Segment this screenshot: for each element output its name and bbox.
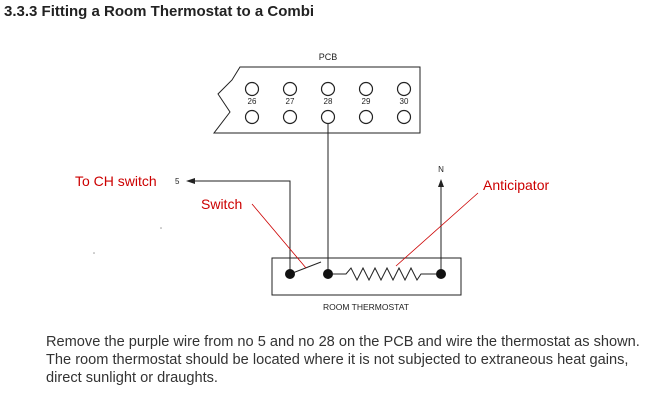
switch-annotation: Switch: [201, 196, 242, 212]
pcb-terminal-26-top: [244, 81, 260, 97]
pcb-terminal-label: 27: [286, 97, 295, 106]
pcb-terminal-label: 29: [362, 97, 371, 106]
section-title: 3.3.3 Fitting a Room Thermostat to a Com…: [4, 3, 315, 20]
pcb-terminal-29-top: [358, 81, 374, 97]
anticipator-leader-line: [395, 192, 479, 267]
pcb-terminal-label: 26: [248, 97, 257, 106]
pcb-label: PCB: [319, 52, 338, 62]
thermostat-switch-terminal: [285, 269, 295, 279]
room-thermostat-label: ROOM THERMOSTAT: [323, 302, 409, 312]
room-thermostat-box: [271, 257, 462, 296]
neutral-label: N: [438, 165, 444, 174]
anticipator-annotation: Anticipator: [483, 177, 549, 193]
pcb-terminal-28-top: [320, 81, 336, 97]
instruction-paragraph: Remove the purple wire from no 5 and no …: [46, 334, 640, 386]
thermostat-wiring-diagram: PCB 26 27 28 29 30 5 N ROOM THERMOSTAT: [75, 52, 549, 312]
pcb-terminal-label: 30: [400, 97, 409, 106]
stray-mark: [160, 227, 162, 229]
stray-mark: [93, 252, 95, 254]
switch-leader-line: [251, 203, 307, 269]
pcb-terminal-27-top: [282, 81, 298, 97]
wire-ch-switch: [188, 180, 291, 274]
pcb-terminal-28-bottom: [320, 109, 336, 125]
anticipator-resistor: [328, 266, 441, 282]
pcb-terminal-26-bottom: [244, 109, 260, 125]
thermostat-neutral-terminal: [436, 269, 446, 279]
to-ch-switch-annotation: To CH switch: [75, 173, 157, 189]
thermostat-common-terminal: [323, 269, 333, 279]
pcb-terminal-29-bottom: [358, 109, 374, 125]
ch-terminal-number: 5: [175, 177, 180, 186]
pcb-terminal-30-bottom: [396, 109, 412, 125]
pcb-terminal-27-bottom: [282, 109, 298, 125]
pcb-terminal-30-top: [396, 81, 412, 97]
arrow-to-ch-icon: [186, 178, 195, 184]
arrow-neutral-icon: [438, 179, 444, 187]
pcb-board: [212, 66, 421, 134]
pcb-terminal-label: 28: [324, 97, 333, 106]
